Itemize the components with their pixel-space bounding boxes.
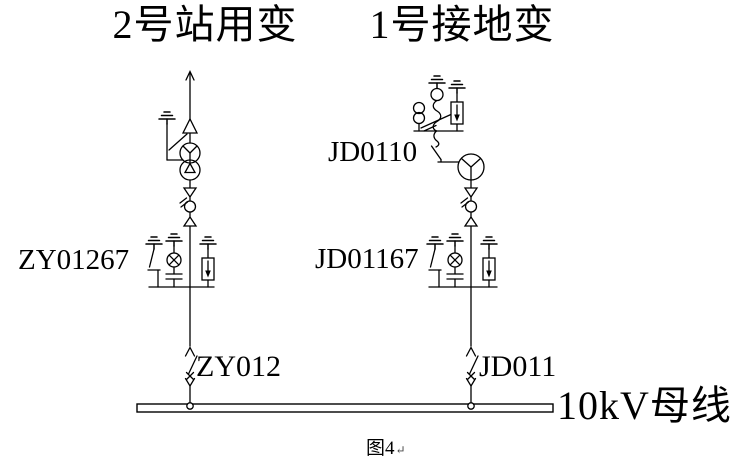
left-fc-cart-icon (179, 187, 197, 227)
paragraph-mark-icon: ↵ (395, 443, 406, 457)
voltage-indicator-icon (166, 234, 182, 287)
station-transformer-icon (179, 142, 201, 181)
right-fc-cart-icon (460, 187, 478, 227)
neutral-grounding-assembly (412, 75, 466, 148)
label-right-cart-switch: JD011 (479, 350, 557, 383)
busbar-10kv (136, 403, 554, 413)
label-left-cart-switch: ZY012 (196, 350, 281, 383)
right-earthing-branch (427, 234, 498, 288)
left-feeder (146, 69, 216, 410)
voltage-indicator-icon (447, 234, 463, 287)
neutral-disconnector-icon (430, 145, 460, 163)
right-feeder (412, 75, 498, 410)
title-left-feeder: 2号站用变 (112, 2, 298, 47)
transformer-earthing-switch-icon (158, 111, 188, 161)
surge-arrester-icon (200, 237, 216, 287)
left-earthing-branch (146, 234, 216, 288)
label-left-earthing-group: ZY01267 (18, 244, 130, 276)
right-cart-disconnector-icon (465, 346, 479, 410)
title-right-feeder: 1号接地变 (369, 2, 555, 47)
label-busbar: 10kV母线 (557, 383, 732, 428)
figure-caption-text: 图4 (366, 438, 395, 459)
surge-arrester-icon (481, 237, 497, 287)
grounding-transformer-icon (457, 153, 485, 181)
earthing-switch-icon (427, 237, 443, 287)
neutral-arrester-icon (449, 81, 465, 131)
cable-terminal-icon (181, 117, 199, 134)
label-neutral-disconnector: JD0110 (328, 136, 418, 168)
neutral-ct-icon (412, 101, 426, 132)
figure-caption: 图4↵ (366, 439, 406, 459)
earthing-switch-icon (146, 237, 162, 287)
label-right-earthing-group: JD01167 (315, 243, 419, 275)
